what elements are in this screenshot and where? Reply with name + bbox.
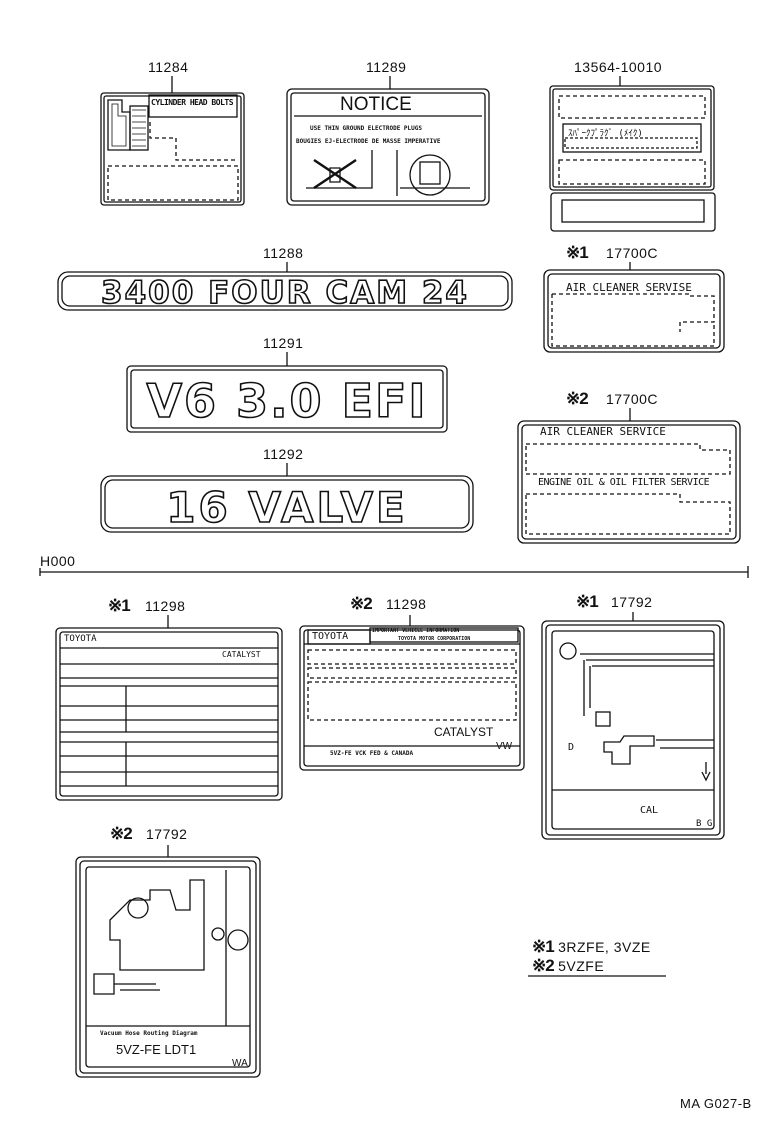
cal-text: CAL [640,805,659,816]
legend-mark-1: ※1 [532,937,555,956]
label-13564-10010 [549,85,716,232]
part-number-17700c-2: 17700C [606,391,659,407]
part-mark-1-b: ※1 [108,596,131,615]
notice-title: NOTICE [340,94,412,115]
legend-text-2: 5VZFE [558,958,605,974]
toyota-text-1: TOYOTA [64,634,97,644]
label-17700c-2 [517,420,741,544]
section-bracket [39,566,749,578]
d-marker: D [568,742,575,753]
part-mark-2-b: ※2 [350,594,373,613]
part-mark-1-a: ※1 [566,243,589,262]
part-mark-2-c: ※2 [110,824,133,843]
emblem-11291 [126,365,448,433]
label-17792-2 [75,856,261,1078]
label-17700c-1 [543,269,725,353]
emission-header-1: IMPORTANT VEHICLE INFORMATION [372,628,460,634]
bg-code: B G [696,819,713,829]
label-17792-1 [541,620,725,840]
part-number-11298-1: 11298 [145,598,186,614]
part-mark-2-a: ※2 [566,389,589,408]
part-mark-1-c: ※1 [576,592,599,611]
label-11284 [100,92,245,206]
toyota-text-2: TOYOTA [312,631,349,642]
emblem-11288 [57,271,513,311]
legend-item-2: ※2 5VZFE [532,956,604,976]
part-number-11289: 11289 [366,59,407,75]
part-number-11292: 11292 [263,446,304,462]
vacuum-code: 5VZ-FE LDT1 [116,1042,197,1057]
air-cleaner-service: AIR CLEANER SERVICE [540,425,666,438]
engine-application-text: 5VZ-FE VCK FED & CANADA [330,750,414,757]
part-number-17792-1: 17792 [611,594,653,610]
engine-oil-service: ENGINE OIL & OIL FILTER SERVICE [538,477,710,488]
part-number-17700c-1: 17700C [606,245,659,261]
emblem-16valve-text: 16 VALVE [166,483,407,532]
legend-item-1: ※1 3RZFE, 3VZE [532,937,651,957]
legend-mark-2: ※2 [532,956,555,975]
part-number-11284: 11284 [148,59,189,75]
catalyst-text-1: CATALYST [222,650,261,659]
label-13564-text: ｽﾊﾟｰｸﾌﾟﾗｸﾞ (ﾒｲｸ) [568,129,643,139]
part-number-11298-2: 11298 [386,596,427,612]
vw-code: VW [496,741,513,752]
vacuum-title: Vacuum Hose Routing Diagram [100,1030,198,1037]
cylinder-head-text: CYLINDER HEAD BOLTS [151,98,234,107]
part-number-11288: 11288 [263,245,304,261]
notice-line-2: BOUGIES EJ-ELECTRODE DE MASSE IMPERATIVE [296,138,441,145]
label-11298-1 [55,627,283,801]
wa-code: WA [232,1058,248,1069]
part-number-17792-2: 17792 [146,826,188,842]
part-number-13564-10010: 13564-10010 [574,59,663,75]
section-code: H000 [40,553,76,569]
footer-code: MA G027-B [680,1096,752,1111]
emission-header-2: TOYOTA MOTOR CORPORATION [398,636,471,642]
emblem-v6-text: V6 3.0 EFI [146,374,427,428]
legend-text-1: 3RZFE, 3VZE [558,939,651,955]
emblem-11292 [100,475,474,533]
notice-line-1: USE THIN GROUND ELECTRODE PLUGS [310,125,422,132]
label-11298-2 [299,625,525,771]
air-cleaner-servise: AIR CLEANER SERVISE [566,281,692,294]
catalyst-text-2: CATALYST [434,725,494,739]
part-number-11291: 11291 [263,335,304,351]
emblem-3400-text: 3400 FOUR CAM 24 [101,275,469,311]
label-11289 [286,88,490,206]
